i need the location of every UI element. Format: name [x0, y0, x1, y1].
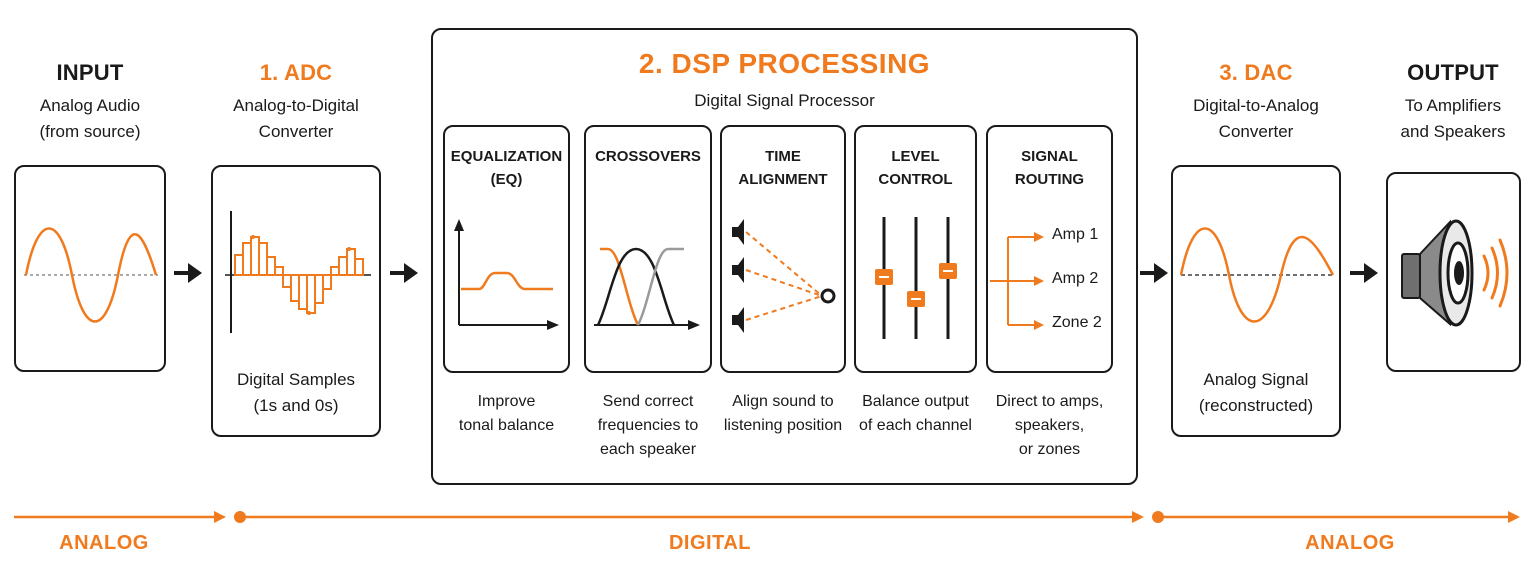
- domain-label-analog-right: ANALOG: [1305, 532, 1395, 554]
- output-subtitle: To Amplifiers and Speakers: [1378, 93, 1528, 145]
- dac-caption-line2: (reconstructed): [1198, 396, 1314, 415]
- output-title: OUTPUT: [1407, 60, 1499, 85]
- dac-panel: Analog Signal (reconstructed): [1171, 165, 1341, 437]
- routing-icon: [990, 232, 1044, 330]
- dsp-module-level-control: LEVEL CONTROL: [854, 125, 977, 373]
- crossovers-desc-line3: each speaker: [599, 441, 697, 458]
- signal-routing-title-line2: ROUTING: [1014, 171, 1085, 188]
- time-alignment-title-line1: TIME: [765, 148, 801, 165]
- dac-subtitle-line1: Digital-to-Analog: [1193, 96, 1319, 115]
- crossovers-title: CROSSOVERS: [586, 145, 710, 168]
- time-alignment-desc-line1: Align sound to: [732, 393, 834, 410]
- adc-subtitle-line2: Converter: [258, 122, 334, 141]
- faders-icon: [875, 217, 957, 339]
- time-alignment-icon: [732, 219, 836, 333]
- crossovers-desc-line1: Send correct: [602, 393, 694, 410]
- dsp-module-eq: EQUALIZATION (EQ): [443, 125, 570, 373]
- crossovers-title-line1: CROSSOVERS: [595, 148, 701, 165]
- signal-routing-desc-line3: or zones: [1018, 441, 1081, 458]
- level-control-title-line2: CONTROL: [878, 171, 953, 188]
- flow-arrow-3: [1140, 263, 1168, 283]
- time-alignment-desc-line2: listening position: [723, 417, 843, 434]
- adc-subtitle-line1: Analog-to-Digital: [233, 96, 359, 115]
- dac-caption: Analog Signal (reconstructed): [1173, 367, 1339, 419]
- time-alignment-title: TIME ALIGNMENT: [722, 145, 844, 191]
- eq-title-line2: (EQ): [490, 171, 523, 188]
- input-subtitle: Analog Audio (from source): [14, 93, 166, 145]
- output-subtitle-line1: To Amplifiers: [1404, 96, 1502, 115]
- sine-wave-icon: [24, 227, 158, 323]
- adc-subtitle: Analog-to-Digital Converter: [211, 93, 381, 145]
- eq-curve-icon: [454, 219, 559, 330]
- signal-routing-title: SIGNAL ROUTING: [988, 145, 1111, 191]
- time-alignment-description: Align sound to listening position: [716, 390, 850, 438]
- sampled-wave-icon: [225, 211, 371, 333]
- input-panel: [14, 165, 166, 372]
- eq-desc-line1: Improve: [477, 393, 536, 410]
- adc-panel: Digital Samples (1s and 0s): [211, 165, 381, 437]
- eq-title: EQUALIZATION (EQ): [445, 145, 568, 191]
- reconstructed-wave-icon: [1179, 227, 1335, 323]
- domain-bar: [14, 511, 1520, 523]
- output-panel: [1386, 172, 1521, 372]
- input-subtitle-line2: (from source): [39, 122, 141, 141]
- route-label-amp-1: Amp 1: [1052, 226, 1099, 243]
- signal-routing-desc-line2: speakers,: [1014, 417, 1085, 434]
- level-control-description: Balance output of each channel: [850, 390, 981, 438]
- domain-label-digital: DIGITAL: [668, 532, 751, 554]
- dsp-module-signal-routing: SIGNAL ROUTING Amp 1 Amp 2 Zone 2: [986, 125, 1113, 373]
- input-subtitle-line1: Analog Audio: [39, 96, 141, 115]
- level-control-title-line1: LEVEL: [891, 148, 940, 165]
- crossovers-description: Send correct frequencies to each speaker: [584, 390, 712, 462]
- adc-caption-line2: (1s and 0s): [253, 396, 339, 415]
- adc-caption-line1: Digital Samples: [236, 370, 356, 389]
- signal-routing-description: Direct to amps, speakers, or zones: [982, 390, 1117, 462]
- signal-routing-desc-line1: Direct to amps,: [995, 393, 1104, 410]
- dac-title: 3. DAC: [1219, 60, 1293, 85]
- crossover-curves-icon: [594, 247, 700, 330]
- dac-subtitle: Digital-to-Analog Converter: [1171, 93, 1341, 145]
- level-control-desc-line1: Balance output: [862, 393, 969, 410]
- adc-title: 1. ADC: [259, 60, 333, 85]
- output-subtitle-line2: and Speakers: [1400, 122, 1506, 141]
- domain-label-analog-left: ANALOG: [59, 532, 149, 554]
- speaker-icon: [1401, 219, 1509, 327]
- route-label-amp-2: Amp 2: [1052, 270, 1099, 287]
- eq-description: Improve tonal balance: [443, 390, 570, 438]
- dsp-module-crossovers: CROSSOVERS: [584, 125, 712, 373]
- dsp-subtitle: Digital Signal Processor: [694, 91, 875, 110]
- crossovers-desc-line2: frequencies to: [597, 417, 699, 434]
- eq-title-line1: EQUALIZATION: [450, 148, 563, 165]
- signal-routing-title-line1: SIGNAL: [1021, 148, 1078, 165]
- flow-arrow-4: [1350, 263, 1378, 283]
- level-control-desc-line2: of each channel: [859, 417, 972, 434]
- dsp-title: 2. DSP PROCESSING: [638, 48, 931, 79]
- input-title: INPUT: [56, 60, 124, 85]
- level-control-title: LEVEL CONTROL: [856, 145, 975, 191]
- flow-arrow-1: [174, 263, 202, 283]
- flow-arrow-2: [390, 263, 418, 283]
- adc-caption: Digital Samples (1s and 0s): [213, 367, 379, 419]
- dac-caption-line1: Analog Signal: [1203, 370, 1309, 389]
- route-label-zone-2: Zone 2: [1052, 314, 1102, 331]
- dsp-module-time-alignment: TIME ALIGNMENT: [720, 125, 846, 373]
- time-alignment-title-line2: ALIGNMENT: [738, 171, 828, 188]
- eq-desc-line2: tonal balance: [458, 417, 555, 434]
- dac-subtitle-line2: Converter: [1218, 122, 1294, 141]
